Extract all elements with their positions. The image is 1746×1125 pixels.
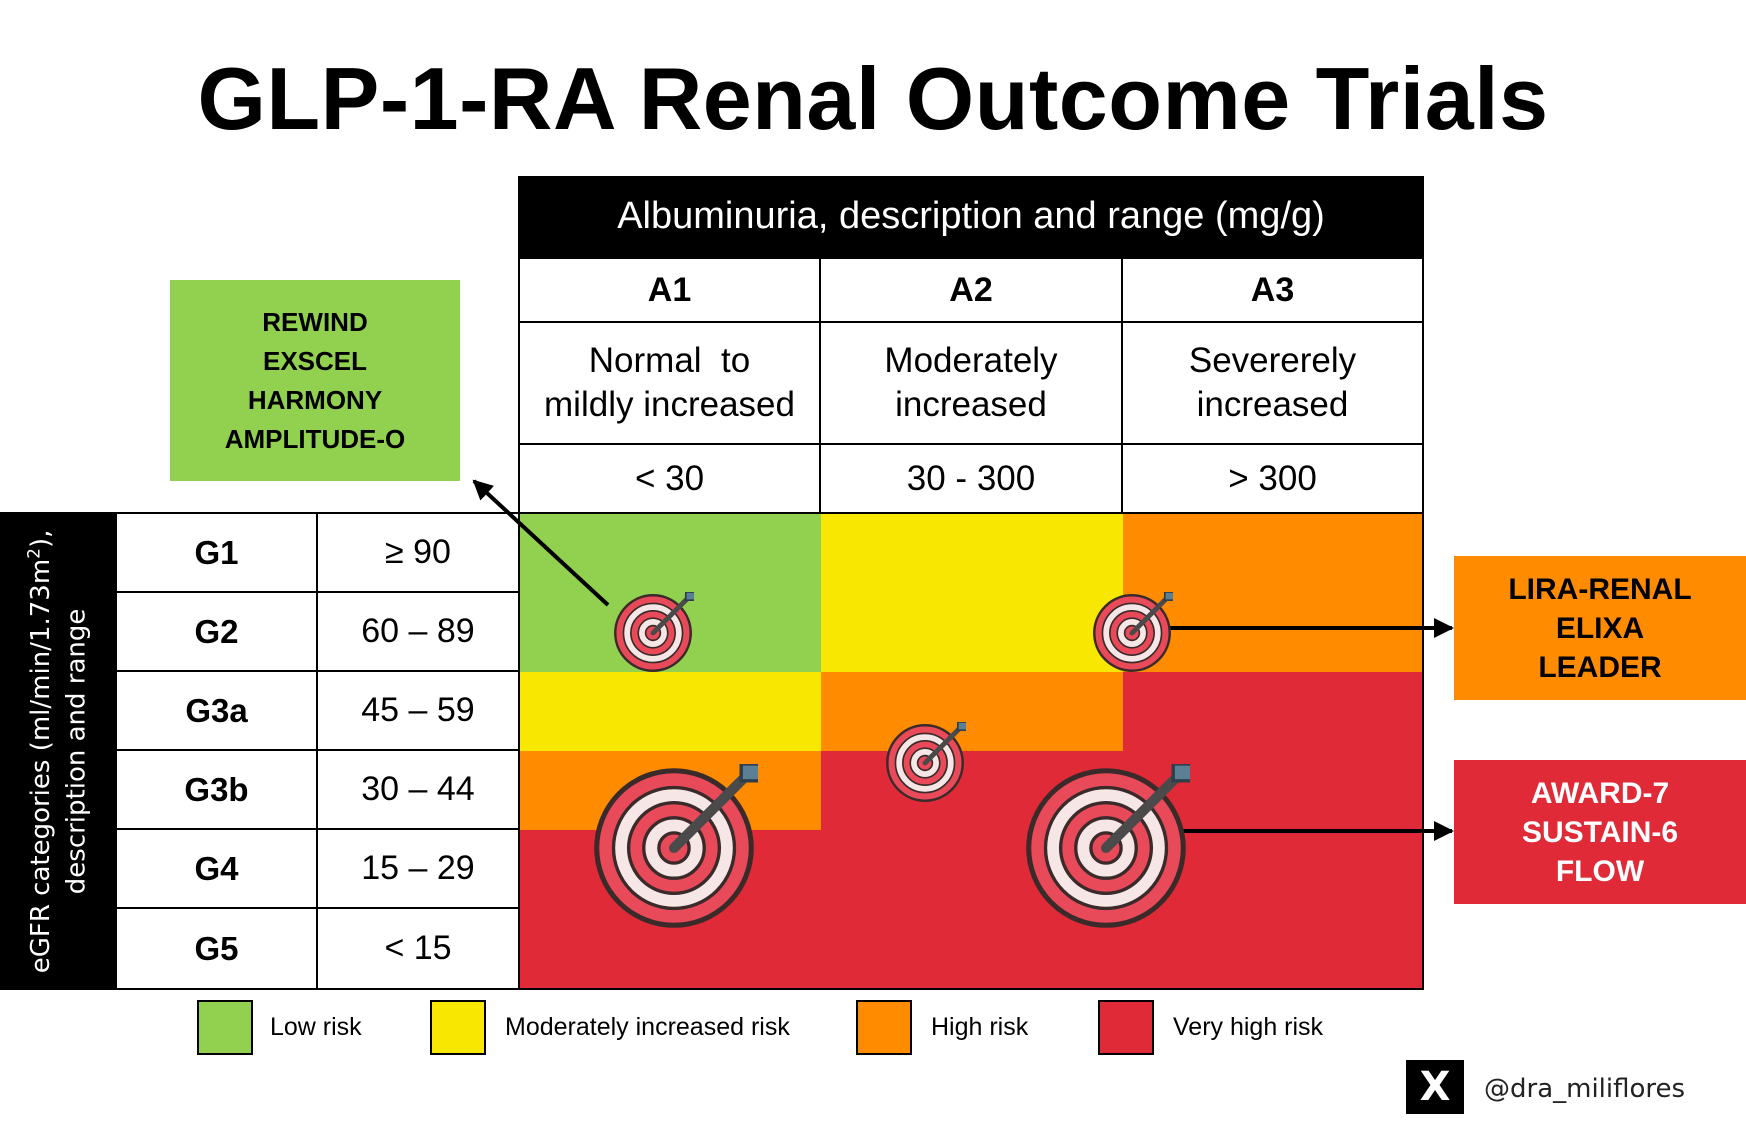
target-icon-g1g2-a3 — [1094, 577, 1187, 670]
risk-cell-g3-a1 — [520, 672, 822, 752]
page-title: GLP-1-RA Renal Outcome Trials — [197, 49, 1549, 148]
trial-amplitude-o: AMPLITUDE-O — [224, 423, 406, 454]
albuminuria-desc-a1: Normal to mildly increased — [518, 321, 821, 445]
risk-cell-g3-a3 — [1123, 672, 1422, 752]
legend-swatch-high-risk — [856, 1000, 912, 1055]
albuminuria-desc-a3: Severerely increased — [1121, 321, 1424, 445]
risk-cell-g2-a2 — [821, 593, 1124, 673]
trial-award-7: AWARD-7 — [1530, 776, 1670, 810]
risk-cell-g3-a2 — [821, 672, 1124, 752]
risk-cell-g2-a3 — [1123, 593, 1422, 673]
albuminuria-desc-a3-line1: Severerely — [1188, 341, 1357, 381]
legend-swatch-moderate-risk — [430, 1000, 486, 1055]
legend-swatch-very-high-risk — [1098, 1000, 1154, 1055]
trial-elixa: ELIXA — [1555, 611, 1645, 645]
trial-exscel: EXSCEL — [262, 345, 368, 376]
target-icon-g3b-a1 — [597, 734, 789, 926]
risk-cell-g1-a2 — [821, 514, 1124, 594]
egfr-range-g3a: 45 – 59 — [316, 670, 520, 751]
albuminuria-desc-a3-line2: increased — [1196, 385, 1349, 424]
x-logo-icon: X — [1406, 1060, 1464, 1114]
albuminuria-desc-a1-line2: mildly increased — [544, 385, 795, 424]
high-risk-trials-box: LIRA-RENAL ELIXA LEADER — [1454, 556, 1746, 700]
albuminuria-range-a2: 30 - 300 — [819, 443, 1123, 514]
trial-harmony: HARMONY — [247, 384, 383, 415]
trial-rewind: REWIND — [262, 306, 368, 337]
legend-swatch-low-risk — [197, 1000, 253, 1055]
egfr-range-g3b: 30 – 44 — [316, 749, 520, 830]
albuminuria-desc-a1-line1: Normal to — [588, 341, 751, 381]
egfr-range-g5: < 15 — [316, 907, 520, 990]
albuminuria-desc-a2-line1: Moderately — [884, 341, 1058, 381]
legend-label-low-risk: Low risk — [270, 1013, 362, 1041]
albuminuria-code-a3: A3 — [1121, 257, 1424, 323]
risk-cell-g1-a3 — [1123, 514, 1422, 594]
albuminuria-desc-a2: Moderately increased — [819, 321, 1123, 445]
trial-sustain-6: SUSTAIN-6 — [1521, 815, 1679, 849]
legend-label-high-risk: High risk — [931, 1013, 1029, 1041]
risk-cell-g1-a1 — [520, 514, 822, 594]
albuminuria-desc-a2-line2: increased — [895, 385, 1047, 424]
low-risk-trials-box: REWIND EXSCEL HARMONY AMPLITUDE-O — [170, 280, 460, 481]
target-icon-g1g2-a1 — [615, 577, 708, 670]
target-icon-g3-a2 — [887, 707, 980, 800]
egfr-range-g1: ≥ 90 — [316, 512, 520, 593]
risk-cell-g6-a3 — [1123, 909, 1422, 988]
egfr-code-g1: G1 — [115, 512, 318, 593]
egfr-code-g5: G5 — [115, 907, 318, 990]
legend-label-moderate-risk: Moderately increased risk — [505, 1013, 790, 1041]
albuminuria-header: Albuminuria, description and range (mg/g… — [518, 176, 1424, 257]
egfr-range-g1-text: ≥ 90 — [385, 533, 451, 571]
trial-lira-renal: LIRA-RENAL — [1508, 572, 1692, 606]
arrow-to-low-risk-trials — [472, 479, 610, 607]
egfr-header: eGFR categories (ml/min/1.73m2), descrip… — [0, 512, 117, 990]
social-handle: @dra_miliflores — [1484, 1074, 1686, 1104]
risk-cell-g6-a2 — [821, 909, 1124, 988]
trial-flow: FLOW — [1555, 854, 1645, 888]
legend-label-very-high-risk: Very high risk — [1173, 1013, 1324, 1041]
very-high-risk-trials-box: AWARD-7 SUSTAIN-6 FLOW — [1454, 760, 1746, 904]
trial-leader: LEADER — [1538, 650, 1662, 684]
